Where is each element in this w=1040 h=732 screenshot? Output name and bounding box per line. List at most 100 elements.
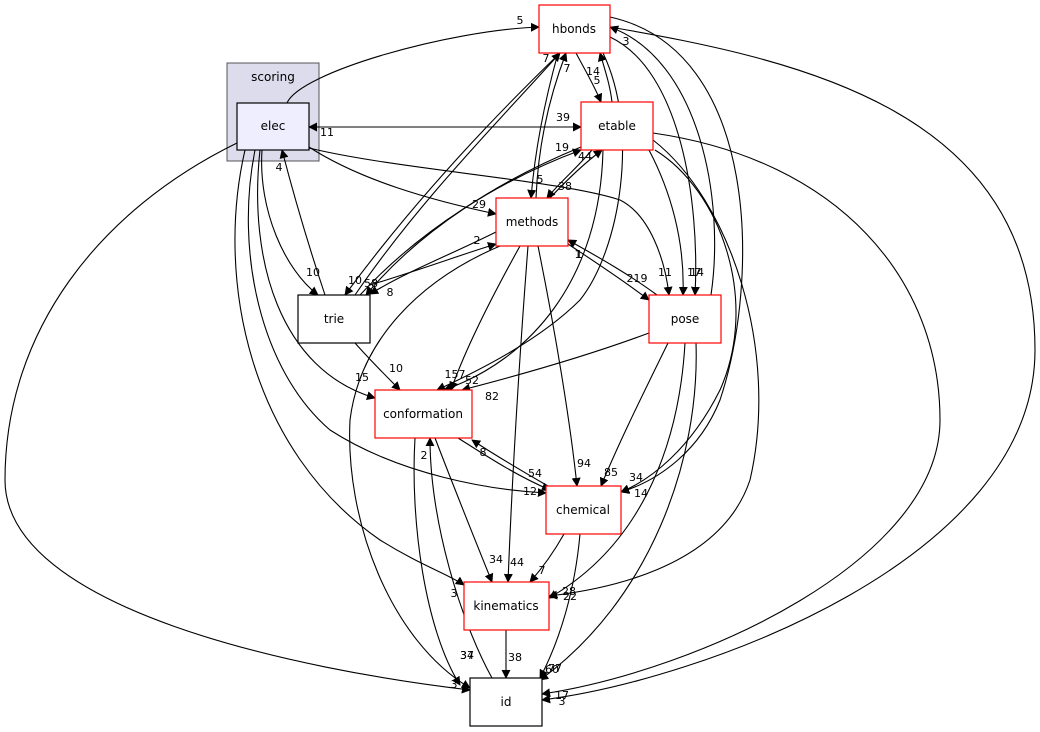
edge-elec-to-trie xyxy=(261,149,319,296)
edge-elec-to-id xyxy=(4,142,471,694)
edge-trie-to-elec xyxy=(279,149,326,296)
edge-pose-to-chemical xyxy=(599,342,669,487)
node-chemical-box xyxy=(545,485,622,535)
edge-conformation-to-id xyxy=(413,437,461,686)
edges-layer xyxy=(4,16,1036,704)
edge-label-methods-to-hbonds: 7 xyxy=(564,62,571,75)
node-hbonds-box xyxy=(538,4,611,54)
edge-labels-layer: 5391129104111512335141077531438445819175… xyxy=(276,14,705,708)
node-pose[interactable]: pose xyxy=(648,294,722,344)
edge-conformation-to-chemical xyxy=(457,437,551,491)
edge-chemical-to-id xyxy=(539,533,581,679)
edge-label-etable-to-id: 17 xyxy=(555,689,569,702)
edge-label-trie-to-etable: 19 xyxy=(555,141,569,154)
node-methods-label: methods xyxy=(506,215,559,229)
edge-label-etable-to-pose: 17 xyxy=(687,266,701,279)
node-etable-box xyxy=(580,101,654,151)
node-trie[interactable]: trie xyxy=(297,294,371,344)
edge-label-etable-to-elec: 11 xyxy=(320,126,334,139)
node-methods-box xyxy=(495,197,569,247)
edge-etable-to-id xyxy=(541,132,941,698)
edge-label-etable-to-methods: 38 xyxy=(558,180,572,193)
node-id[interactable]: id xyxy=(469,677,543,727)
edge-label-methods-to-etable: 44 xyxy=(578,150,592,163)
edge-etable-to-conformation xyxy=(443,149,604,392)
node-elec[interactable]: elec xyxy=(236,102,310,151)
edge-label-methods-to-trie: 8 xyxy=(387,286,394,299)
node-methods[interactable]: methods xyxy=(495,197,569,247)
edge-label-conformation-to-id: 37 xyxy=(460,649,474,662)
node-kinematics-box xyxy=(463,581,550,631)
edge-hbonds-to-pose xyxy=(609,36,700,296)
edge-methods-to-conformation xyxy=(449,245,521,391)
edge-pose-to-conformation xyxy=(461,332,650,393)
node-trie-box xyxy=(297,294,371,344)
edge-label-elec-to-chemical: 12 xyxy=(523,485,537,498)
edge-label-elec-to-id: 3 xyxy=(451,678,458,691)
edge-methods-to-kinematics xyxy=(503,245,529,583)
edge-label-conformation-to-chemical: 54 xyxy=(528,467,542,480)
edge-label-hbonds-to-id: 3 xyxy=(559,695,566,708)
node-etable[interactable]: etable xyxy=(580,101,654,151)
edge-etable-to-chemical xyxy=(620,149,737,494)
edge-methods-to-id xyxy=(349,245,501,689)
node-kinematics[interactable]: kinematics xyxy=(463,581,550,631)
node-conformation-label: conformation xyxy=(383,407,463,421)
edge-label-elec-to-conformation: 15 xyxy=(355,371,369,384)
edge-etable-to-kinematics xyxy=(548,139,760,600)
edge-elec-to-conformation xyxy=(257,149,376,401)
edge-elec-to-methods xyxy=(308,146,497,217)
edge-label-etable-to-kinematics: 28 xyxy=(562,585,576,598)
edge-methods-to-chemical xyxy=(537,245,581,487)
edge-label-trie-to-elec: 4 xyxy=(276,161,283,174)
node-pose-box xyxy=(648,294,722,344)
edge-label-pose-to-kinematics: 22 xyxy=(563,590,577,603)
edge-trie-to-methods xyxy=(369,242,497,286)
node-trie-label: trie xyxy=(324,312,344,326)
edge-elec-to-kinematics xyxy=(234,149,465,586)
edge-label-conformation-to-kinematics: 34 xyxy=(489,553,503,566)
edge-hbonds-to-id xyxy=(541,26,1036,704)
node-chemical-label: chemical xyxy=(556,503,610,517)
edge-etable-to-pose xyxy=(648,149,688,296)
edge-pose-to-hbonds xyxy=(609,25,716,296)
edge-label-trie-to-conformation: 10 xyxy=(389,362,403,375)
edge-trie-to-conformation xyxy=(354,342,401,391)
node-conformation[interactable]: conformation xyxy=(374,389,473,439)
edge-id-to-conformation xyxy=(425,437,493,679)
node-hbonds[interactable]: hbonds xyxy=(538,4,611,54)
node-elec-label: elec xyxy=(261,119,286,133)
edge-label-pose-to-conformation: 82 xyxy=(485,390,499,403)
edge-label-hbonds-to-chemical: 14 xyxy=(634,487,648,500)
node-chemical[interactable]: chemical xyxy=(545,485,622,535)
edge-methods-to-hbonds xyxy=(535,52,568,199)
edge-label-elec-to-trie: 10 xyxy=(306,266,320,279)
edge-label-pose-to-chemical: 85 xyxy=(604,466,618,479)
edge-label-trie-to-methods: 2 xyxy=(474,234,481,247)
edge-chemical-to-conformation xyxy=(471,439,549,487)
edge-hbonds-to-chemical xyxy=(609,16,744,494)
edge-methods-to-etable xyxy=(549,149,603,199)
node-elec-box xyxy=(236,102,310,151)
edge-trie-to-hbonds xyxy=(354,52,561,296)
edge-label-etable-to-trie: 58 xyxy=(364,277,378,290)
edge-label-methods-to-conformation: 157 xyxy=(445,368,466,381)
edge-label-pose-to-methods: 1 xyxy=(575,248,582,261)
edge-label-elec-to-methods: 29 xyxy=(472,198,486,211)
edge-label-elec-to-pose: 11 xyxy=(658,266,672,279)
edge-label-chemical-to-conformation: 8 xyxy=(480,446,487,459)
edge-label-methods-to-kinematics: 44 xyxy=(510,556,524,569)
node-kinematics-label: kinematics xyxy=(473,599,538,613)
edge-label-kinematics-to-id: 38 xyxy=(508,651,522,664)
edge-hbonds-to-etable xyxy=(575,52,603,103)
edge-label-elec-to-etable: 39 xyxy=(556,111,570,124)
edge-label-chemical-to-kinematics: 7 xyxy=(539,564,546,577)
edge-label-elec-to-hbonds: 5 xyxy=(517,14,524,27)
cluster-scoring-label: scoring xyxy=(251,70,295,84)
edge-label-hbonds-to-conformation: 1 xyxy=(576,248,583,261)
edge-hbonds-to-methods xyxy=(527,52,559,199)
edge-label-trie-to-hbonds: 7 xyxy=(543,52,550,65)
edge-label-methods-to-id: 34 xyxy=(460,649,474,662)
edge-label-id-to-conformation: 2 xyxy=(421,449,428,462)
